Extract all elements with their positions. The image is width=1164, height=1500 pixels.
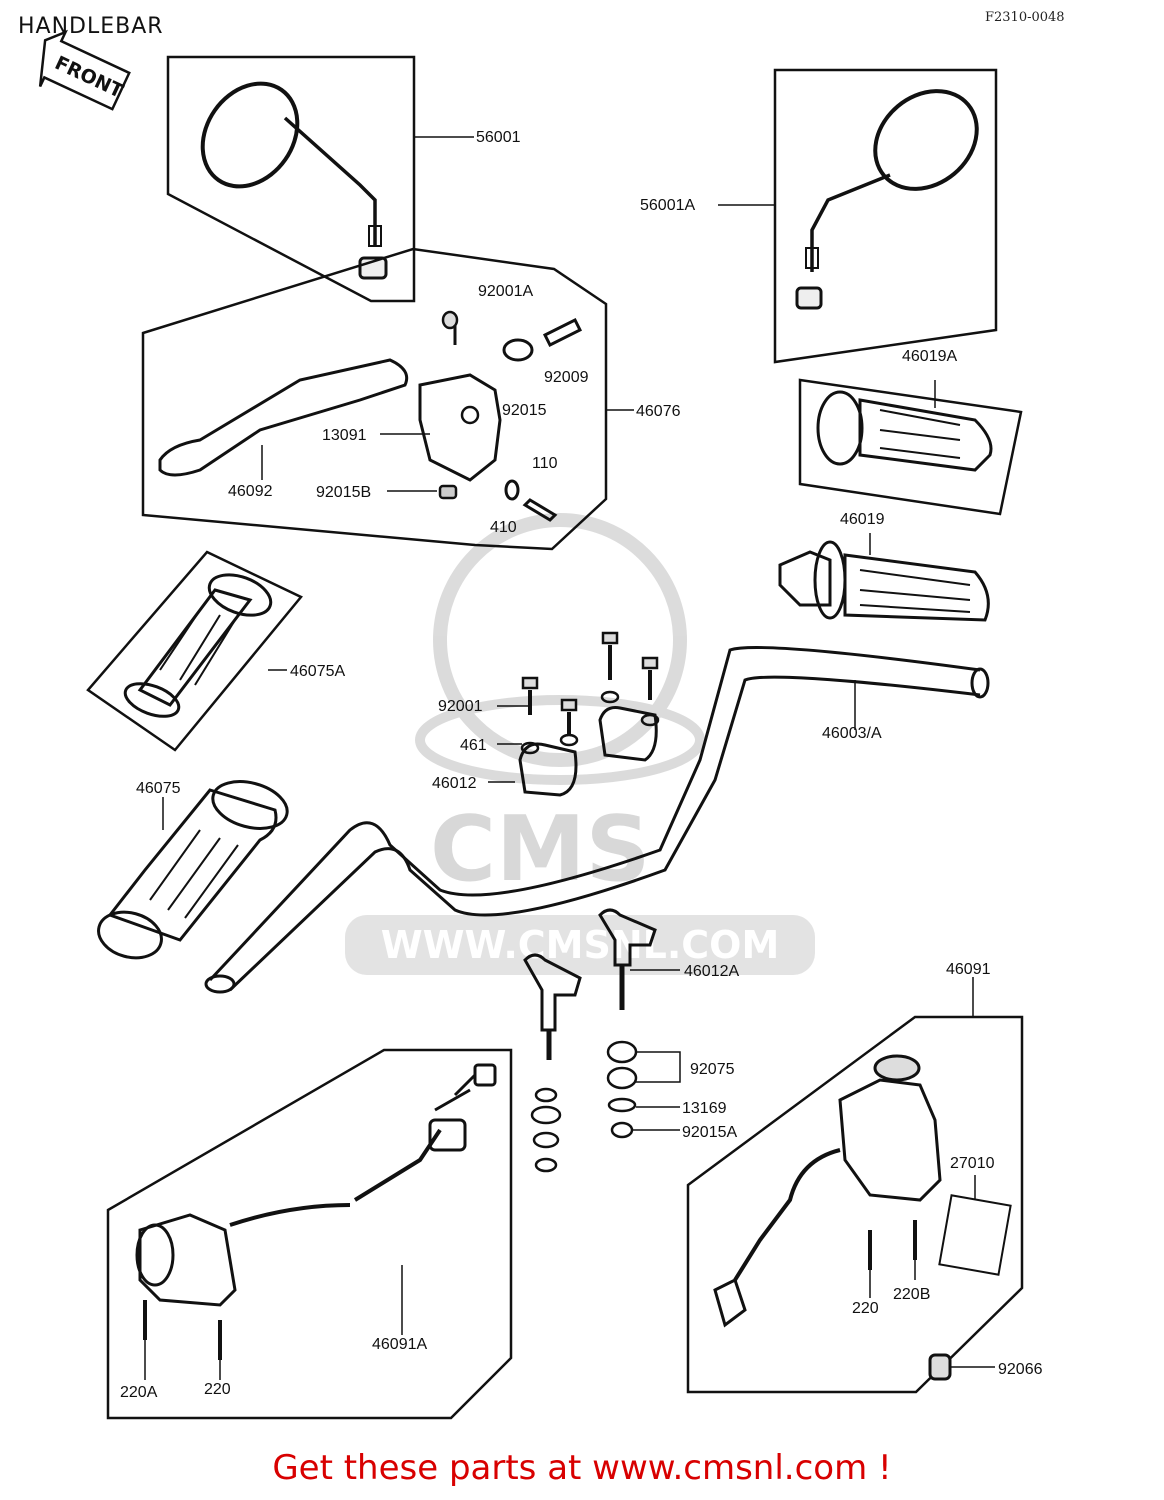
label-220b: 220B xyxy=(893,1286,930,1303)
label-46019: 46019 xyxy=(840,511,885,528)
label-46012a: 46012A xyxy=(684,963,739,980)
label-110: 110 xyxy=(532,455,558,472)
right-mirror-group xyxy=(718,68,998,364)
get-parts-link[interactable]: Get these parts at www.cmsnl.com ! xyxy=(272,1448,892,1488)
label-92001: 92001 xyxy=(438,698,483,715)
watermark: CMS WWW.CMSNL.COM xyxy=(345,513,815,975)
label-46076: 46076 xyxy=(636,403,681,420)
left-mirror-group xyxy=(166,55,474,303)
lower-holders xyxy=(523,908,681,1173)
label-46075a: 46075A xyxy=(290,663,345,680)
label-461: 461 xyxy=(460,737,487,754)
label-46075: 46075 xyxy=(136,780,181,797)
left-grip-a-group xyxy=(86,550,303,752)
part-labels: 56001 56001A 92001A 92009 92015 46076 13… xyxy=(120,129,1043,1401)
label-46091a: 46091A xyxy=(372,1336,427,1353)
figure-code: F2310-0048 xyxy=(985,10,1065,25)
clutch-lever-group xyxy=(141,247,634,551)
label-13091: 13091 xyxy=(322,427,367,444)
label-92066: 92066 xyxy=(998,1361,1043,1378)
label-46091: 46091 xyxy=(946,961,991,978)
left-switch-group xyxy=(106,1048,513,1420)
right-switch-group xyxy=(686,977,1024,1394)
label-27010: 27010 xyxy=(950,1155,995,1172)
label-46003a: 46003/A xyxy=(822,725,882,742)
watermark-url: WWW.CMSNL.COM xyxy=(381,923,780,967)
page-title: HANDLEBAR xyxy=(18,14,164,39)
upper-holders xyxy=(488,631,660,797)
right-grip xyxy=(778,533,990,622)
label-92001a: 92001A xyxy=(478,283,533,300)
label-56001a: 56001A xyxy=(640,197,695,214)
label-220-right: 220 xyxy=(852,1300,879,1317)
left-grip xyxy=(97,780,289,960)
label-46012: 46012 xyxy=(432,775,477,792)
label-56001: 56001 xyxy=(476,129,521,146)
label-92075: 92075 xyxy=(690,1061,735,1078)
front-arrow-icon: FRONT xyxy=(38,29,131,111)
label-92015b: 92015B xyxy=(316,484,371,501)
label-46019a: 46019A xyxy=(902,348,957,365)
handlebar xyxy=(204,646,990,994)
label-220a: 220A xyxy=(120,1384,158,1401)
label-92015a: 92015A xyxy=(682,1124,737,1141)
label-13169: 13169 xyxy=(682,1100,727,1117)
label-220-left: 220 xyxy=(204,1381,231,1398)
right-grip-a-group xyxy=(798,378,1023,516)
label-46092: 46092 xyxy=(228,483,273,500)
label-92015: 92015 xyxy=(502,402,547,419)
label-410: 410 xyxy=(490,519,517,536)
label-92009: 92009 xyxy=(544,369,589,386)
